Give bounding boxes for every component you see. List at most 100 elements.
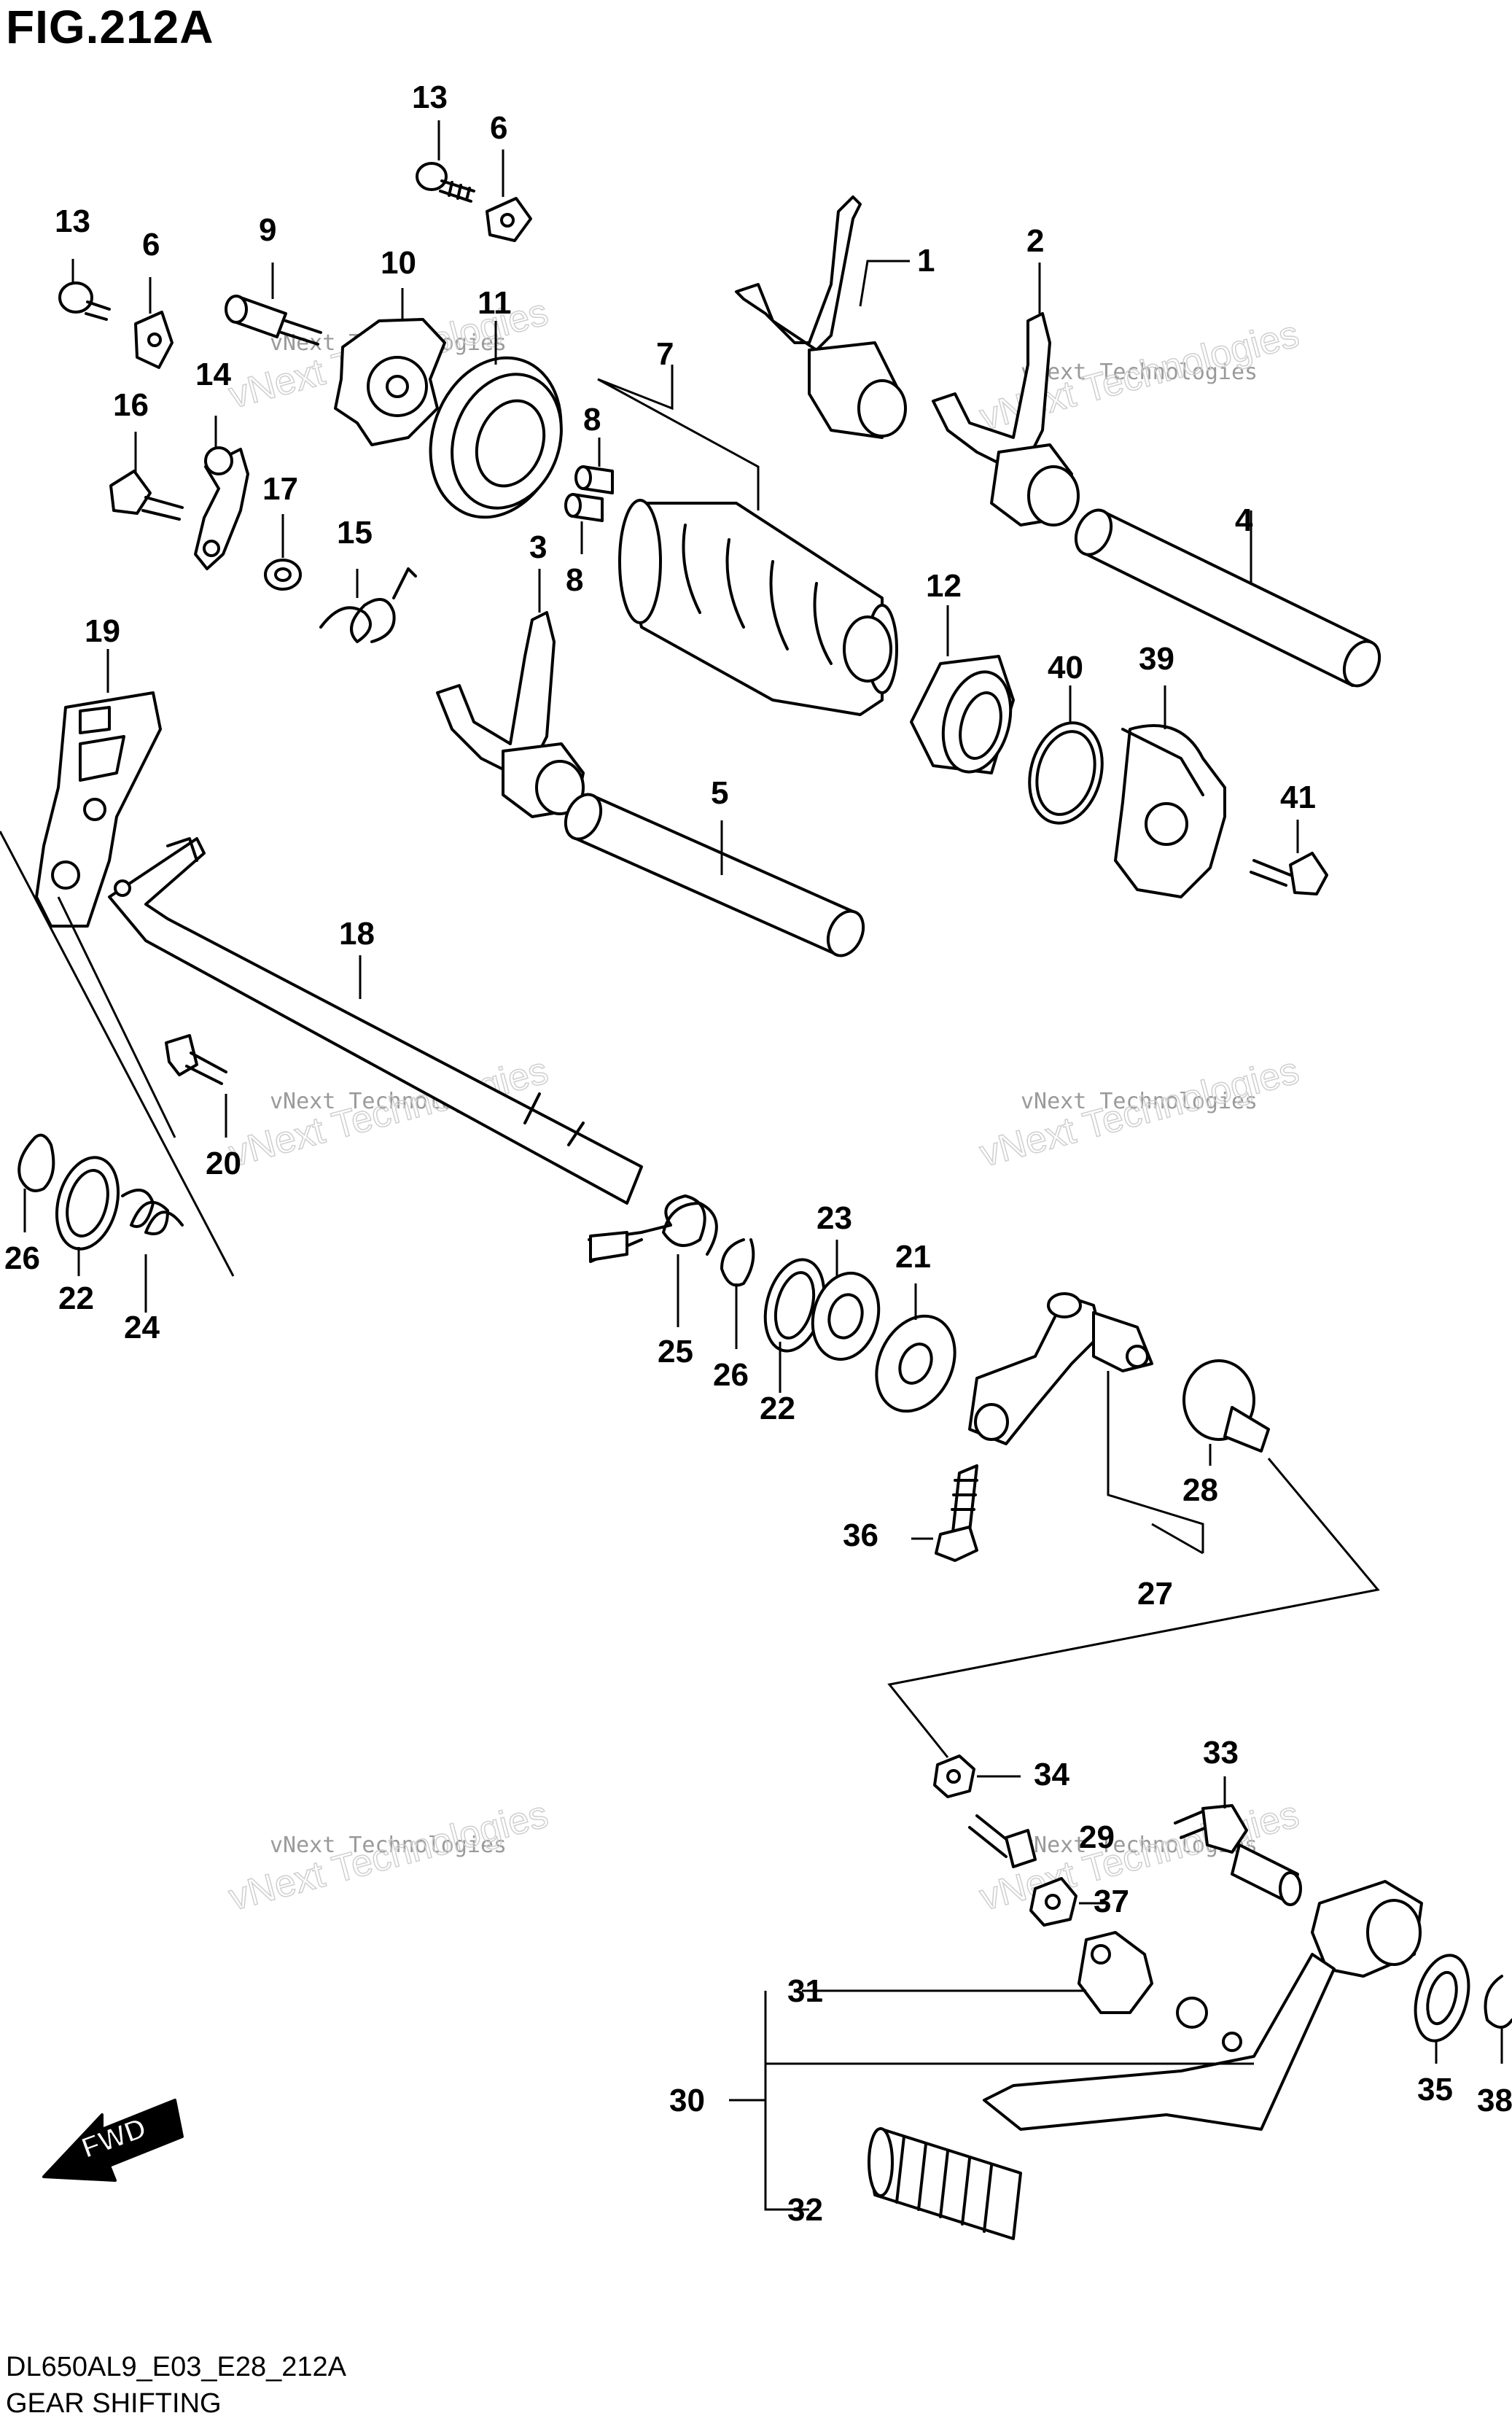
callout-16: 16 [113, 387, 149, 423]
watermark-text: vNext Technologies [1021, 360, 1258, 385]
callout-1: 1 [917, 243, 935, 279]
part-13-bolt-left [58, 281, 111, 321]
forward-direction-arrow: FWD [42, 2099, 184, 2182]
callout-18: 18 [339, 916, 375, 952]
part-4-fork-shaft [1074, 508, 1382, 688]
part-23-oil-seal [811, 1271, 881, 1361]
diagram-caption: GEAR SHIFTING [6, 2388, 222, 2419]
part-24-spring [121, 1189, 184, 1235]
callout-24: 24 [124, 1310, 160, 1345]
leader-lines [0, 120, 1503, 2211]
callout-38: 38 [1477, 2083, 1512, 2118]
callout-17: 17 [262, 471, 298, 507]
part-29-bolt [968, 1814, 1037, 1868]
callout-6-left: 6 [142, 227, 160, 263]
part-28-joint [1182, 1359, 1270, 1453]
callout-40: 40 [1048, 650, 1083, 685]
part-9-cam-pin [225, 295, 322, 346]
callout-15: 15 [337, 515, 373, 551]
callout-10: 10 [381, 245, 416, 281]
callout-12: 12 [926, 568, 962, 604]
part-19-shift-plate [35, 691, 162, 928]
callout-7: 7 [656, 336, 674, 372]
part-26-circlip-right [720, 1238, 755, 1287]
part-39-gear-position-switch [1114, 724, 1226, 898]
part-12-needle-bearing [910, 655, 1015, 774]
part-22-washer-left [55, 1156, 120, 1251]
callout-36: 36 [843, 1518, 878, 1553]
callout-32: 32 [787, 2192, 823, 2228]
callout-6-upper: 6 [490, 110, 507, 146]
callout-2: 2 [1026, 223, 1044, 259]
part-22-washer-right [763, 1258, 826, 1353]
callout-21: 21 [895, 1239, 931, 1275]
part-36-bolt [935, 1464, 978, 1562]
callout-9: 9 [259, 212, 276, 248]
callout-41: 41 [1280, 780, 1316, 815]
part-35-washer [1414, 1954, 1470, 2043]
callout-8-lower: 8 [566, 562, 583, 598]
callout-20: 20 [206, 1146, 241, 1181]
callout-33: 33 [1203, 1735, 1239, 1771]
part-11-bearing [429, 356, 563, 519]
part-37-nut [1029, 1877, 1078, 1927]
part-20-stopper-bolt [165, 1034, 227, 1085]
part-6-lock-washer-left [134, 311, 174, 369]
callout-37: 37 [1094, 1884, 1129, 1919]
part-2-shift-fork [932, 312, 1080, 526]
part-3-shift-fork [436, 611, 585, 818]
callout-14: 14 [195, 357, 231, 392]
part-17-washer [264, 559, 302, 591]
part-5-fork-shaft [564, 793, 865, 957]
callout-30: 30 [669, 2083, 705, 2118]
part-13-bolt-upper [416, 162, 475, 203]
figure-title: FIG.212A [6, 1, 214, 53]
callout-13-upper: 13 [412, 79, 448, 115]
part-14-cam-stopper [194, 446, 249, 570]
part-16-bolt [109, 470, 184, 521]
part-10-gearshift-cam-plate [334, 318, 446, 446]
part-26-circlip-left [17, 1133, 55, 1192]
part-21-washer [875, 1314, 956, 1413]
watermark-text: vNext Technologies [1021, 1089, 1258, 1114]
callout-31: 31 [787, 1973, 823, 2009]
part-8-pin-upper [574, 465, 614, 494]
part-27-gearshift-link-arm [968, 1292, 1153, 1445]
model-code: DL650AL9_E03_E28_212A [6, 2352, 346, 2382]
part-25-return-spring [588, 1194, 718, 1263]
part-8-pin-lower [564, 493, 604, 522]
callout-34: 34 [1034, 1757, 1069, 1792]
callout-27: 27 [1137, 1576, 1173, 1612]
callout-5: 5 [711, 775, 728, 811]
callout-4: 4 [1235, 502, 1253, 538]
part-30-gearshift-lever [868, 1880, 1423, 2240]
callout-35: 35 [1417, 2072, 1453, 2107]
callout-25: 25 [658, 1334, 693, 1369]
callout-11: 11 [478, 285, 512, 321]
part-40-o-ring [1028, 721, 1104, 825]
callout-39: 39 [1139, 641, 1174, 677]
part-6-lock-washer-upper [486, 197, 532, 242]
part-7-gearshift-cam [618, 499, 898, 716]
callout-26-right: 26 [713, 1357, 749, 1393]
callout-22-left: 22 [58, 1281, 94, 1316]
callout-13-left: 13 [55, 203, 90, 239]
callout-8-upper: 8 [583, 402, 601, 438]
watermark-text: vNext Technologies [270, 1833, 507, 1858]
part-18-gearshift-shaft [108, 837, 643, 1205]
callout-22-right: 22 [760, 1391, 795, 1426]
callout-19: 19 [85, 613, 120, 649]
callout-numbers: 13 6 13 6 9 10 11 1 2 7 8 8 14 16 17 15 … [4, 79, 1512, 2228]
callout-29: 29 [1079, 1819, 1115, 1855]
callout-26-left: 26 [4, 1240, 40, 1276]
part-34-nut [933, 1754, 975, 1798]
part-1-shift-fork [735, 195, 907, 439]
part-15-spring [319, 567, 417, 643]
part-41-bolt [1250, 852, 1328, 895]
part-38-circlip [1484, 1975, 1512, 2029]
callout-3: 3 [529, 529, 547, 565]
callout-23: 23 [817, 1200, 852, 1236]
part-33-pivot-bolt [1174, 1804, 1302, 1906]
callout-28: 28 [1182, 1472, 1218, 1508]
